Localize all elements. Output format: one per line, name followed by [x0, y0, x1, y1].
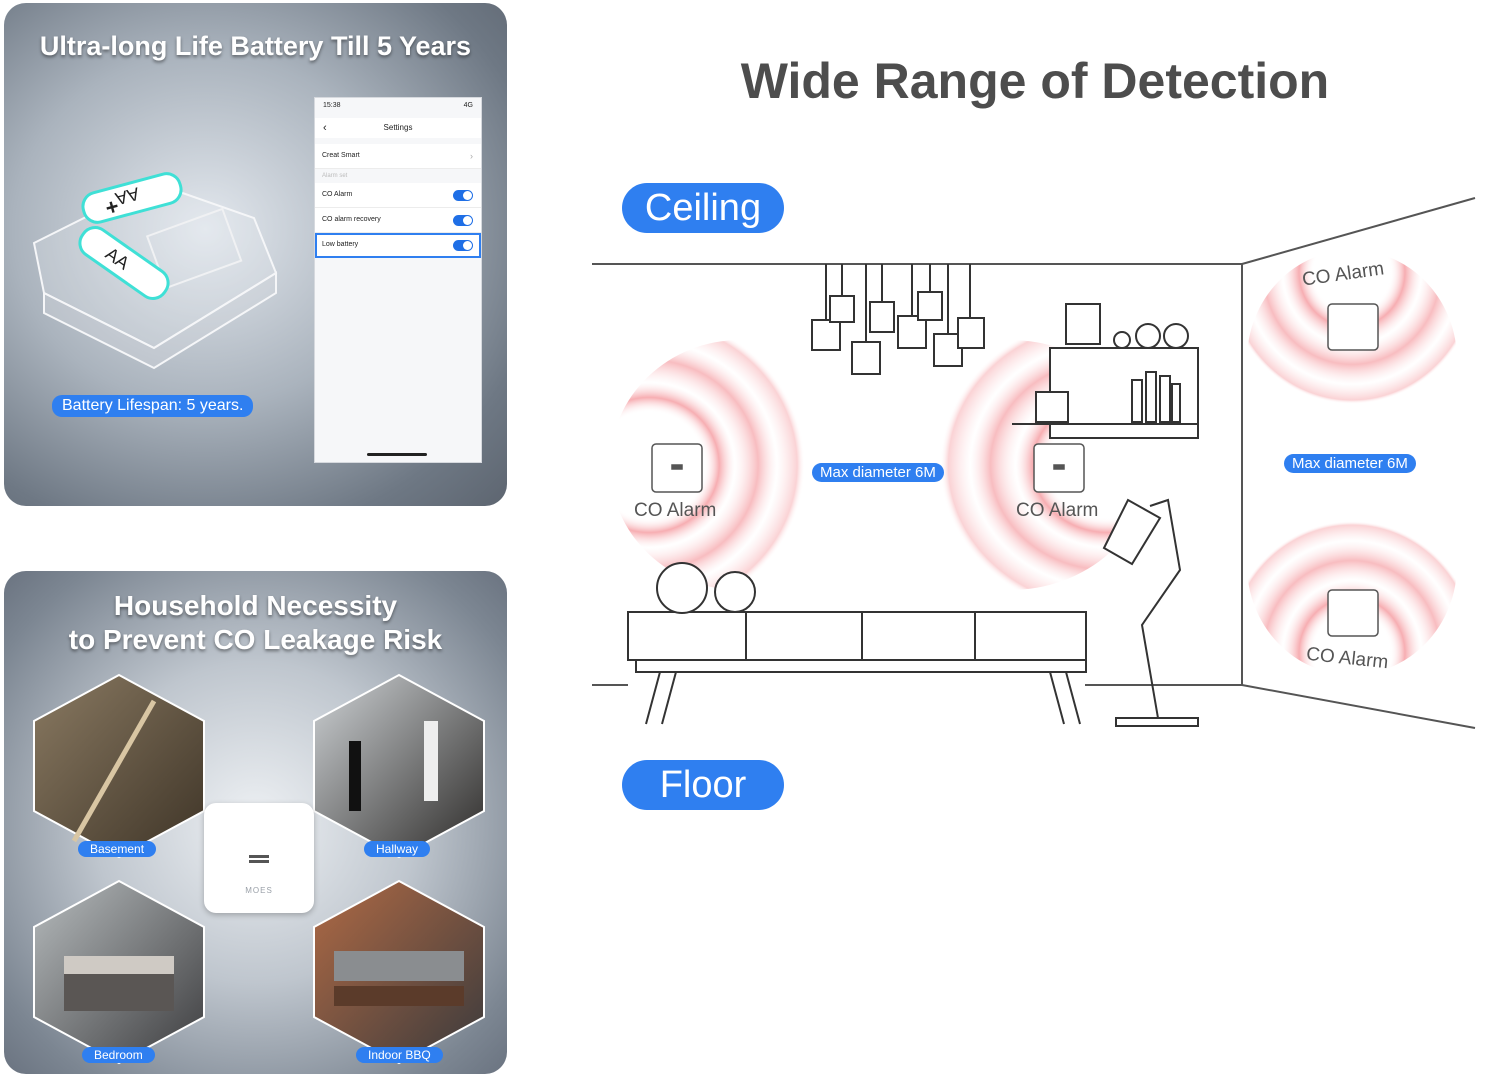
detection-wave-left	[610, 340, 870, 590]
location-badge-hallway: Hallway	[364, 841, 431, 857]
household-card-title: Household Necessity to Prevent CO Leakag…	[4, 589, 507, 657]
settings-section-header: Alarm set	[322, 173, 348, 179]
max-diameter-badge-wall: Max diameter 6M	[1284, 454, 1416, 473]
co-alarm-label-center: CO Alarm	[1016, 500, 1099, 521]
phone-signal: 4G	[463, 102, 473, 109]
max-diameter-badge-room: Max diameter 6M	[812, 463, 944, 482]
location-badge-indoor-bbq: Indoor BBQ	[356, 1047, 443, 1063]
location-badge-bedroom: Bedroom	[82, 1047, 155, 1063]
battery-lifespan-badge: Battery Lifespan: 5 years.	[52, 395, 254, 417]
room-outline	[592, 197, 1476, 729]
wall-shelf	[1012, 303, 1199, 439]
setting-label: Creat Smart	[322, 152, 360, 159]
location-badge-basement: Basement	[78, 841, 157, 857]
floor-lamp	[1102, 498, 1199, 727]
co-alarm-label-left: CO Alarm	[634, 500, 717, 521]
setting-label: CO Alarm	[322, 191, 353, 198]
svg-text:+: +	[103, 193, 122, 220]
detection-title: Wide Range of Detection	[740, 53, 1330, 109]
battery-card-title: Ultra-long Life Battery Till 5 Years	[39, 31, 472, 61]
pendant-lights	[811, 264, 985, 375]
phone-settings-screen: 15:38 4G ‹ Settings Creat Smart › Alarm …	[314, 97, 482, 463]
chevron-right-icon: ›	[470, 151, 473, 161]
battery-bottom-icon: AA	[78, 226, 170, 300]
hub-logo: MOES	[245, 886, 273, 895]
device-display-icon	[249, 855, 269, 858]
household-necessity-card: Household Necessity to Prevent CO Leakag…	[4, 571, 507, 1074]
co-alarm-device-image: MOES	[204, 803, 314, 913]
location-hexagons	[33, 673, 485, 1065]
setting-creat-smart[interactable]: Creat Smart ›	[315, 144, 481, 169]
co-alarm-toggle[interactable]	[453, 190, 473, 201]
detection-wave-wall-top	[1247, 250, 1457, 470]
setting-label: Low battery	[322, 241, 359, 248]
setting-label: CO alarm recovery	[322, 216, 381, 223]
phone-time: 15:38	[323, 102, 341, 109]
alarm-device-wall-bottom	[1327, 589, 1379, 637]
ceiling-label: Ceiling	[622, 183, 784, 233]
phone-nav-title: Settings	[383, 123, 413, 132]
battery-life-card: Ultra-long Life Battery Till 5 Years + A…	[4, 3, 507, 506]
home-indicator	[367, 453, 427, 456]
household-title-line2: to Prevent CO Leakage Risk	[68, 624, 443, 655]
setting-co-alarm-recovery: CO alarm recovery	[315, 208, 481, 233]
setting-co-alarm: CO Alarm	[315, 183, 481, 208]
co-alarm-devices	[651, 303, 1379, 637]
setting-low-battery: Low battery	[315, 233, 481, 258]
detection-wave-wall-bottom	[1247, 455, 1457, 675]
phone-nav-bar: ‹ Settings	[315, 118, 481, 138]
phone-status-bar: 15:38 4G	[315, 98, 481, 118]
floor-label: Floor	[622, 760, 784, 810]
alarm-device-wall-top	[1327, 303, 1379, 351]
tv-console	[627, 562, 1087, 725]
co-alarm-recovery-toggle[interactable]	[453, 215, 473, 226]
household-title-line1: Household Necessity	[113, 590, 398, 621]
battery-top-icon: + AA	[81, 172, 183, 224]
back-chevron-icon[interactable]: ‹	[323, 122, 327, 134]
hallway-photo	[313, 673, 485, 859]
low-battery-toggle[interactable]	[453, 240, 473, 251]
alarm-device-illustration: + AA AA	[32, 172, 278, 370]
